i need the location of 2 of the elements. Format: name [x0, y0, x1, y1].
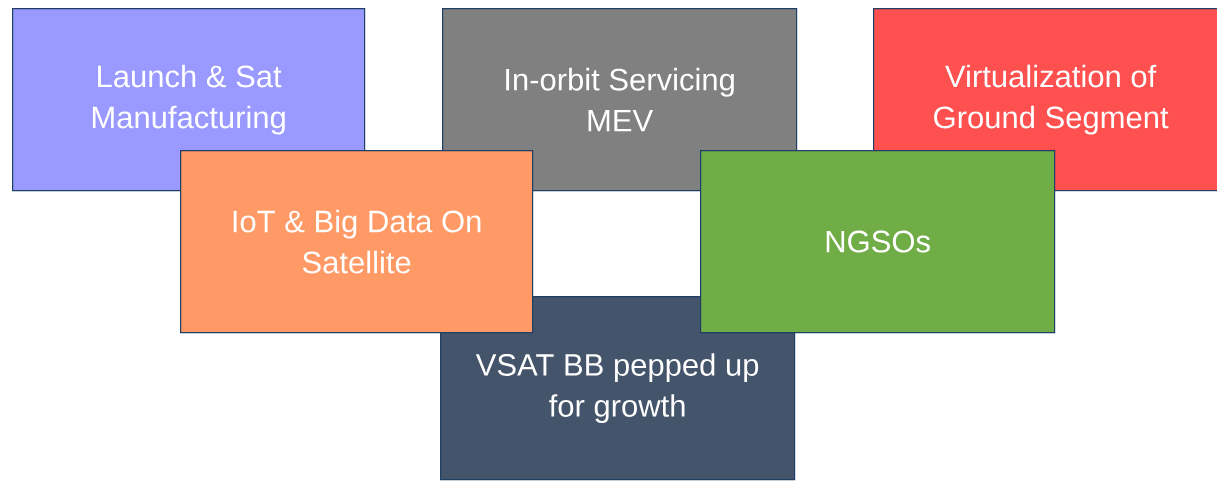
topic-box: NGSOs [700, 150, 1056, 334]
topic-box: IoT & Big Data On Satellite [180, 150, 534, 334]
